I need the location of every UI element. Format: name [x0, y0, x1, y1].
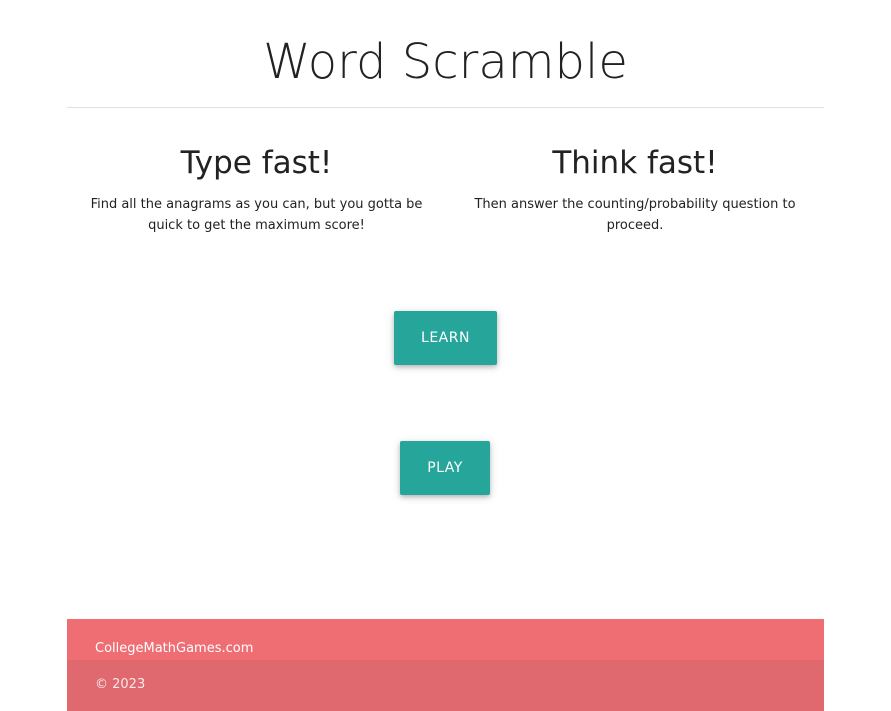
- feature-type-fast: Type fast! Find all the anagrams as you …: [79, 142, 434, 236]
- page-container: Word Scramble Type fast! Find all the an…: [67, 0, 824, 711]
- page-title: Word Scramble: [263, 34, 628, 90]
- feature-description: Find all the anagrams as you can, but yo…: [90, 197, 423, 233]
- footer-copyright-bar: © 2023: [67, 660, 824, 711]
- learn-button[interactable]: LEARN: [394, 311, 497, 365]
- footer-site-link[interactable]: CollegeMathGames.com: [95, 641, 254, 656]
- play-button[interactable]: PLAY: [400, 441, 490, 495]
- feature-heading: Type fast!: [180, 145, 333, 181]
- feature-heading: Think fast!: [552, 145, 718, 181]
- header-divider: [67, 107, 824, 108]
- feature-description: Then answer the counting/probability que…: [474, 197, 796, 233]
- copyright-text: © 2023: [95, 677, 146, 692]
- page-footer: CollegeMathGames.com © 2023: [67, 619, 824, 711]
- feature-think-fast: Think fast! Then answer the counting/pro…: [471, 142, 799, 236]
